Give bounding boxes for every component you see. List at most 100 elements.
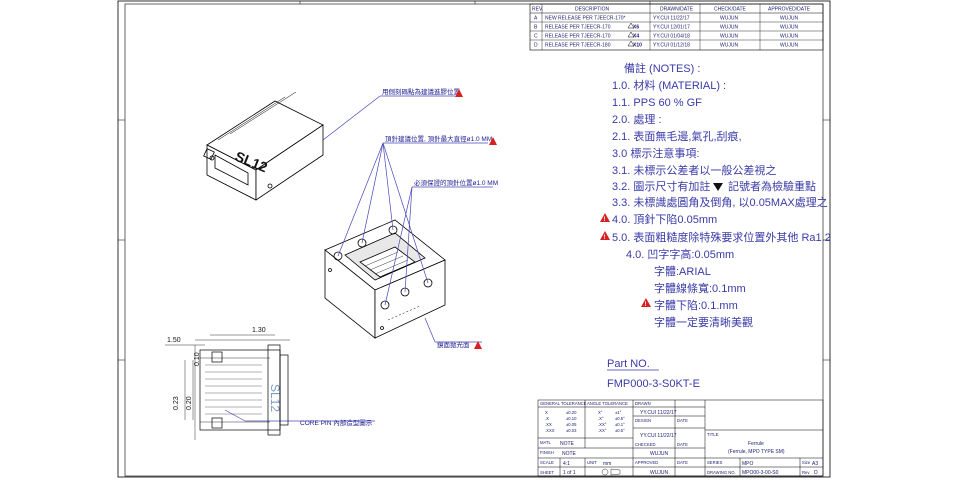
note-line: 字體下陷:0.1.mm [654, 298, 738, 312]
note-line: 字體一定要清晰美觀 [654, 315, 753, 329]
svg-text:WUJUN: WUJUN [720, 43, 738, 49]
svg-text:SERIES: SERIES [707, 460, 723, 465]
dimension-0-20: 0.20 [186, 396, 193, 410]
svg-text:YY.CUI 11/22/17: YY.CUI 11/22/17 [640, 433, 677, 439]
svg-text:1 of 1: 1 of 1 [563, 470, 576, 476]
svg-text:!: ! [645, 302, 647, 308]
svg-text:4:1: 4:1 [563, 461, 570, 467]
svg-text:APPROVED: APPROVED [635, 460, 658, 465]
svg-text:WUJUN: WUJUN [650, 470, 668, 476]
svg-text:±0.5°: ±0.5° [615, 428, 625, 433]
inspection-mark-icon [713, 183, 723, 191]
svg-text:DESIGN: DESIGN [635, 418, 651, 423]
rev-header-desc: DESCRIPTION [575, 7, 610, 13]
warning-icon [474, 341, 482, 349]
svg-text:RELEASE PER TJEECR-170: RELEASE PER TJEECR-170 [545, 25, 611, 31]
svg-text:X: X [545, 410, 548, 415]
warning-icon [641, 298, 651, 307]
svg-text:±1°: ±1° [615, 410, 622, 415]
svg-text:X6: X6 [633, 25, 639, 31]
svg-text:NEW RELEASE PER TJEECR-170*: NEW RELEASE PER TJEECR-170* [545, 16, 626, 22]
svg-text:X4: X4 [633, 34, 639, 40]
svg-text:mm: mm [603, 461, 611, 467]
svg-text:.XX°: .XX° [598, 428, 607, 433]
note-line: 字體線條寬:0.1mm [654, 281, 746, 295]
note-line: 4.0. 頂針下陷0.05mm [612, 212, 717, 226]
svg-text:!: ! [604, 235, 606, 241]
svg-text:D: D [814, 470, 818, 476]
svg-text:A3: A3 [812, 461, 818, 467]
projection-symbol-icon [601, 468, 609, 476]
rev-row-b: B RELEASE PER TJEECR-170 X6 YY.CUI 12/01… [534, 25, 798, 31]
svg-text:RELEASE PER TJEECR-170: RELEASE PER TJEECR-170 [545, 34, 611, 40]
svg-text:WUJUN: WUJUN [720, 16, 738, 22]
svg-text:Ferrule: Ferrule [748, 441, 764, 447]
notes-heading: 備註 (NOTES) : [624, 62, 700, 75]
note-line: 3.1. 未標示公差者以一般公差視之 [612, 163, 776, 177]
sheet-border-outer [117, 0, 831, 478]
svg-text:SL12: SL12 [268, 384, 282, 412]
part-number: Part NO. FMP000-3-S0KT-E [607, 358, 700, 390]
note-line: 字體:ARIAL [654, 264, 711, 278]
section-view: SL12 [194, 339, 290, 440]
svg-text:NOTE: NOTE [560, 441, 575, 447]
svg-text:MATL: MATL [540, 440, 552, 445]
note-line: 3.2. 圖示尺寸有加註 [612, 179, 710, 193]
leader-lines [224, 95, 493, 422]
isometric-view-1: SL12 [203, 91, 324, 201]
svg-text:DATE: DATE [677, 460, 688, 465]
svg-text:UNIT: UNIT [587, 460, 597, 465]
warning-icon [600, 213, 610, 222]
svg-text:.X°: .X° [598, 416, 604, 421]
tolerance-rows: X ±0.20 X° ±1° .X ±0.10 .X° ±0.5° .XX ±0… [545, 410, 625, 433]
rev-row-c: C RELEASE PER TJEECR-170 X4 YY.CUI 01/04… [534, 34, 798, 40]
part-no-label: Part NO. [607, 358, 650, 370]
svg-text:YY.CUI 01/04/18: YY.CUI 01/04/18 [653, 34, 690, 40]
svg-text:RELEASE PER TJEECR-180: RELEASE PER TJEECR-180 [545, 43, 611, 49]
title-block-text: GENERAL TOLERANCE ANGLE TOLERANCE X ±0.2… [540, 401, 818, 476]
svg-text:YY.CUI 11/22/17: YY.CUI 11/22/17 [653, 16, 690, 22]
svg-text:NOTE: NOTE [562, 451, 577, 457]
svg-text:YY.CUI 11/22/17: YY.CUI 11/22/17 [640, 410, 677, 416]
rev-header-drawn: DRAWN/DATE [660, 7, 694, 13]
svg-text:DRAWN: DRAWN [635, 401, 651, 406]
svg-text:±0.10: ±0.10 [566, 416, 577, 421]
note-line: 5.0. 表面粗糙度除特殊要求位置外其他 Ra1.2 [612, 230, 831, 244]
svg-text:A: A [534, 16, 538, 22]
svg-text:.XXX: .XXX [545, 428, 555, 433]
dimension-1-30: 1.30 [252, 327, 266, 334]
svg-text:!: ! [604, 217, 606, 223]
warning-icon [600, 231, 610, 240]
svg-text:SHEET: SHEET [540, 470, 554, 475]
svg-text:YY.CUI 01/12/18: YY.CUI 01/12/18 [653, 43, 690, 49]
dimension-1-50: 1.50 [167, 337, 181, 344]
revision-table: REV. DESCRIPTION DRAWN/DATE CHECK/DATE A… [529, 3, 824, 51]
svg-text:Rev: Rev [802, 470, 810, 475]
svg-text:WUJUN: WUJUN [780, 34, 798, 40]
rev-row-d: D RELEASE PER TJEECR-180 X10 YY.CUI 01/1… [534, 43, 798, 49]
svg-text:.XX: .XX [545, 422, 552, 427]
dimension-0-23: 0.23 [173, 396, 180, 410]
svg-text:±0.1°: ±0.1° [615, 422, 625, 427]
note-line: 2.0. 處理 : [612, 112, 662, 126]
rev-header-approved: APPROVED/DATE [768, 7, 811, 13]
svg-text:GENERAL TOLERANCE: GENERAL TOLERANCE [540, 401, 587, 406]
svg-text:MPO00-3-00-S0: MPO00-3-00-S0 [742, 470, 779, 476]
svg-text:C: C [534, 34, 538, 40]
svg-text:DATE: DATE [677, 418, 688, 423]
rev-header-rev: REV. [532, 7, 543, 13]
svg-text:±0.20: ±0.20 [566, 410, 577, 415]
warning-icon [455, 89, 463, 97]
svg-text:.XX°: .XX° [598, 422, 607, 427]
svg-text:.X: .X [545, 416, 549, 421]
svg-text:WUJUN: WUJUN [780, 43, 798, 49]
warning-icon [489, 137, 497, 145]
annotation-ejector: 頂針建議位置, 頂針最大直徑ø1.0 MM [385, 134, 492, 143]
svg-text:Size: Size [802, 460, 811, 465]
note-line: 3.0 標示注意事項: [612, 146, 699, 160]
svg-text:ANGLE TOLERANCE: ANGLE TOLERANCE [587, 401, 628, 406]
svg-text:WUJUN: WUJUN [780, 16, 798, 22]
annotation-polish: 鏡面拋光面 [437, 340, 470, 349]
svg-text:SCALE: SCALE [540, 460, 554, 465]
